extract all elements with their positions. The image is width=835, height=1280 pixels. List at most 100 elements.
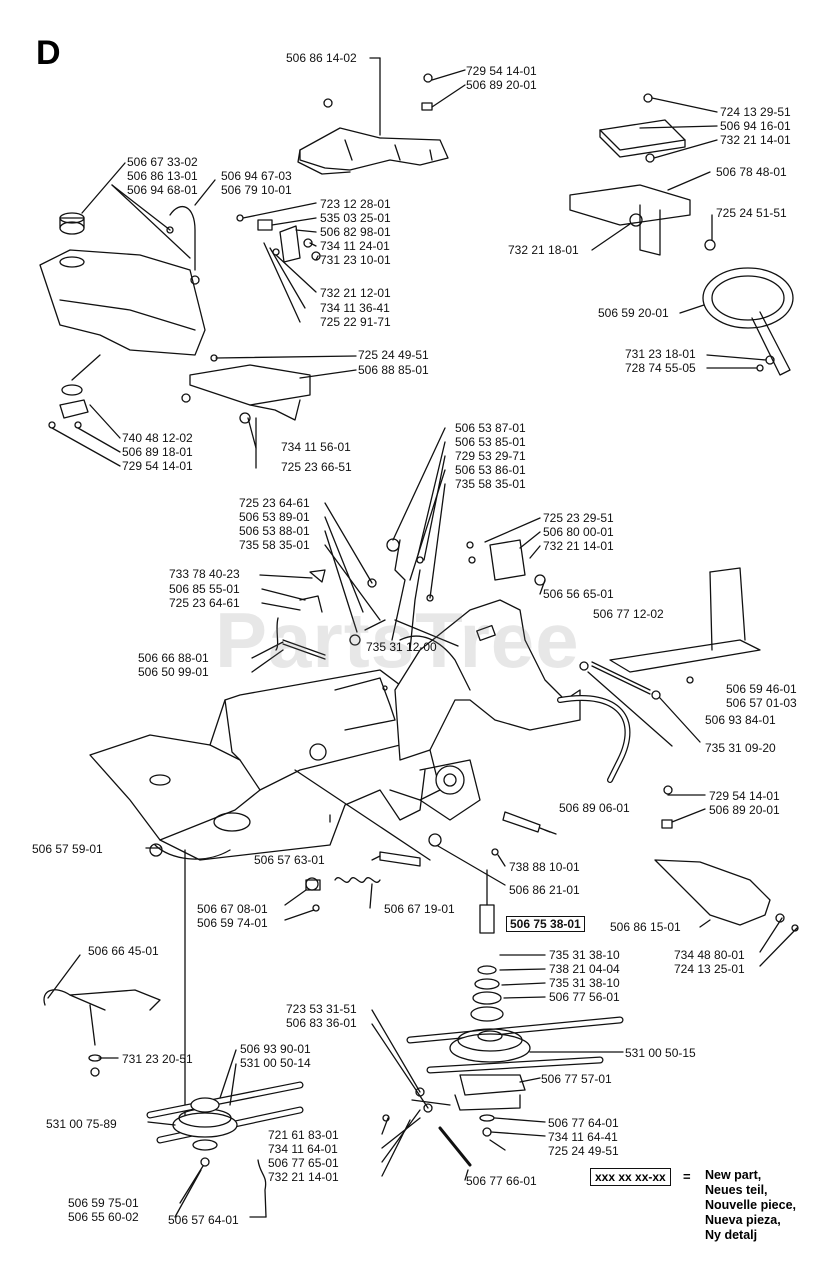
part-label: 728 74 55-05 [625,361,696,375]
part-label: 733 78 40-23 [169,567,240,581]
part-label: 506 77 65-01 [268,1156,339,1170]
mower-pulley-drawing [146,1049,304,1218]
legend-equals: = [683,1169,691,1184]
part-label: 535 03 25-01 [320,211,391,225]
part-label: 506 80 00-01 [543,525,614,539]
part-label: 725 24 49-51 [548,1144,619,1158]
part-label: 506 53 88-01 [239,524,310,538]
lever-arm-drawing [43,954,161,1077]
part-label: 506 88 85-01 [358,363,429,377]
clutch-stack-drawing [371,869,624,1181]
part-label: 732 21 12-01 [320,286,391,300]
part-label: 735 58 35-01 [239,538,310,552]
legend-code: xxx xx xx-xx [590,1168,671,1186]
part-label: 506 86 21-01 [509,883,580,897]
part-label: 732 21 14-01 [720,133,791,147]
steering-wheel-drawing [679,267,794,376]
part-label: 725 24 49-51 [358,348,429,362]
fender-drawing [654,785,799,967]
part-label: 506 93 84-01 [705,713,776,727]
part-label: 725 24 51-51 [716,206,787,220]
part-label: 506 94 16-01 [720,119,791,133]
steering-bracket-drawing [569,171,716,256]
part-label: 734 11 64-41 [548,1130,618,1144]
part-label: 734 11 24-01 [320,239,390,253]
part-label: 506 57 01-03 [726,696,797,710]
part-label: 735 31 38-10 [549,948,620,962]
part-label: 506 93 90-01 [240,1042,311,1056]
part-label: 506 55 60-02 [68,1210,139,1224]
part-label: 735 31 38-10 [549,976,620,990]
part-label: 734 11 36-41 [320,301,390,315]
part-label: 506 59 75-01 [68,1196,139,1210]
footrest-plate-drawing [609,567,761,684]
part-label: 729 54 14-01 [466,64,537,78]
part-label: 731 23 10-01 [320,253,391,267]
part-label: 506 89 06-01 [559,801,630,815]
legend-line: Nouvelle piece, [705,1198,797,1212]
part-label: 506 56 65-01 [543,587,614,601]
part-label: 506 53 89-01 [239,510,310,524]
part-label: 506 59 74-01 [197,916,268,930]
part-label: 734 11 56-01 [281,440,351,454]
legend-line: New part, [705,1168,762,1182]
part-label: 738 21 04-04 [549,962,620,976]
part-label: 731 23 18-01 [625,347,696,361]
part-label: 506 53 87-01 [455,421,526,435]
part-label: 725 23 64-61 [239,496,310,510]
part-label: 531 00 50-14 [240,1056,311,1070]
shroud-part-drawing [297,57,466,175]
seat-bracket-drawing [181,354,357,469]
part-label: 732 21 14-01 [543,539,614,553]
fuel-tank-drawing [39,162,216,467]
legend-line: Ny detalj [705,1228,758,1242]
part-label: 506 77 64-01 [548,1116,619,1130]
part-label: 731 23 20-51 [122,1052,193,1066]
part-label: 506 66 88-01 [138,651,209,665]
part-label: 531 00 50-15 [625,1046,696,1060]
part-label: 506 66 45-01 [88,944,159,958]
part-label: 735 31 09-20 [705,741,776,755]
part-label: 721 61 83-01 [268,1128,339,1142]
part-label: 723 53 31-51 [286,1002,357,1016]
part-label: 734 11 64-01 [268,1142,338,1156]
section-letter: D [36,34,61,72]
part-label: 506 77 12-02 [593,607,664,621]
part-label: 723 12 28-01 [320,197,391,211]
pivot-bracket-drawing [236,202,321,323]
legend-line: Neues teil, [705,1183,768,1197]
part-label: 506 94 67-03 [221,169,292,183]
part-label: 506 89 20-01 [709,803,780,817]
part-label: 506 83 36-01 [286,1016,357,1030]
linkage-rods-drawing [324,427,459,651]
cross-rods-drawing [251,639,701,747]
new-part-label: 506 75 38-01 [506,916,585,932]
spring-clip-drawing [259,569,326,651]
part-label: 506 94 68-01 [127,183,198,197]
part-label: 506 86 13-01 [127,169,198,183]
part-label: 506 67 08-01 [197,902,268,916]
part-label: 735 31 12-00 [366,640,437,654]
part-label: 506 59 20-01 [598,306,669,320]
part-label: 506 89 18-01 [122,445,193,459]
part-label: 725 23 66-51 [281,460,352,474]
part-label: 724 13 25-01 [674,962,745,976]
axle-pin-drawing [284,811,557,921]
part-label: 506 85 55-01 [169,582,240,596]
watermark-text: PartsTree [215,596,580,684]
part-label: 729 54 14-01 [122,459,193,473]
part-label: 738 88 10-01 [509,860,580,874]
part-label: 729 54 14-01 [709,789,780,803]
part-label: 506 57 59-01 [32,842,103,856]
part-label: 506 86 15-01 [610,920,681,934]
part-label: 506 59 46-01 [726,682,797,696]
part-label: 506 67 19-01 [384,902,455,916]
part-label: 740 48 12-02 [122,431,193,445]
part-label: 506 57 63-01 [254,853,325,867]
part-label: 725 22 91-71 [320,315,391,329]
part-label: 732 21 18-01 [508,243,579,257]
part-label: 506 57 64-01 [168,1213,239,1227]
bracket-plate-drawing [599,93,718,163]
legend-line: Nueva pieza, [705,1213,781,1227]
part-label: 725 23 64-61 [169,596,240,610]
